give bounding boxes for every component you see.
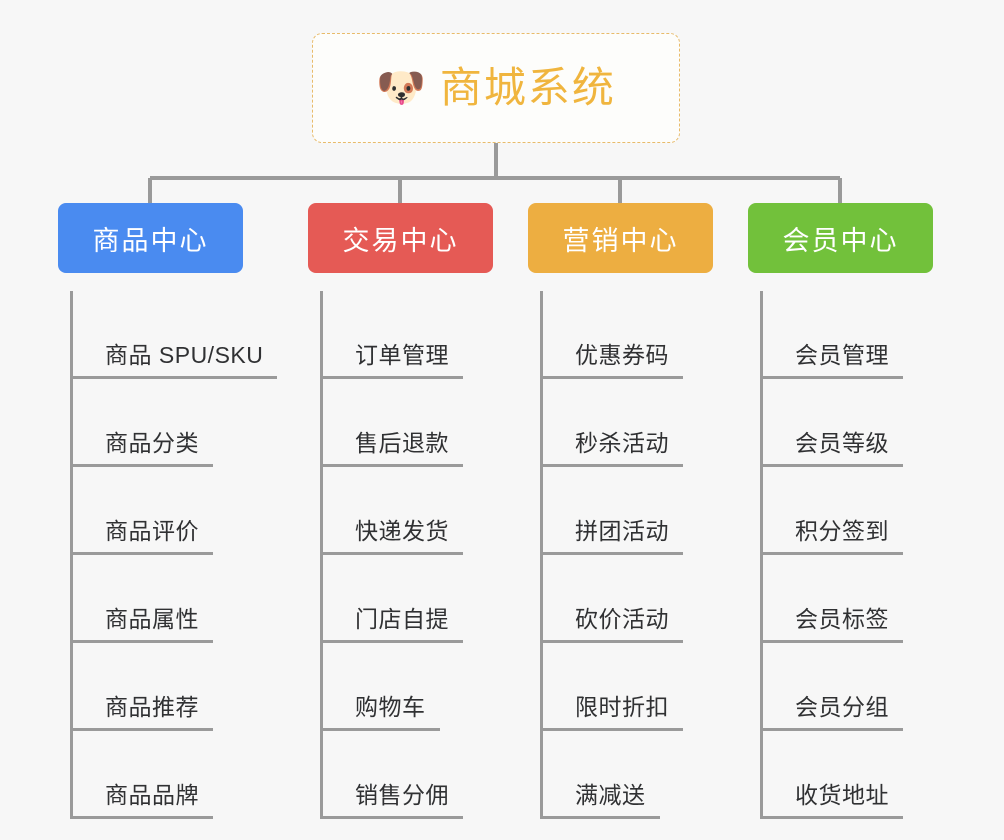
root-node[interactable]: 🐶 商城系统 bbox=[312, 33, 680, 143]
leaf-label: 会员分组 bbox=[795, 688, 903, 731]
leaf-item[interactable]: 会员管理 bbox=[763, 291, 958, 379]
leaf-item[interactable]: 商品推荐 bbox=[73, 643, 268, 731]
category-column-product-center: 商品中心商品 SPU/SKU 商品分类商品评价商品属性商品推荐商品品牌 bbox=[58, 203, 278, 819]
leaf-item[interactable]: 积分签到 bbox=[763, 467, 958, 555]
leaf-item[interactable]: 限时折扣 bbox=[543, 643, 738, 731]
leaf-label: 购物车 bbox=[355, 688, 440, 731]
leaf-item[interactable]: 商品评价 bbox=[73, 467, 268, 555]
category-label: 营销中心 bbox=[562, 225, 679, 256]
leaf-label: 砍价活动 bbox=[575, 600, 683, 643]
leaf-label: 秒杀活动 bbox=[575, 424, 683, 467]
leaf-item[interactable]: 门店自提 bbox=[323, 555, 518, 643]
leaf-item[interactable]: 优惠券码 bbox=[543, 291, 738, 379]
leaf-label: 商品分类 bbox=[105, 424, 213, 467]
leaf-label: 满减送 bbox=[575, 776, 660, 819]
category-label: 会员中心 bbox=[782, 225, 899, 256]
root-title: 商城系统 bbox=[439, 64, 616, 111]
leaf-list-trade-center: 订单管理售后退款快递发货门店自提购物车销售分佣 bbox=[320, 291, 518, 819]
leaf-item[interactable]: 购物车 bbox=[323, 643, 518, 731]
category-badge-trade-center[interactable]: 交易中心 bbox=[308, 203, 493, 273]
category-badge-member-center[interactable]: 会员中心 bbox=[748, 203, 933, 273]
leaf-label: 积分签到 bbox=[795, 512, 903, 555]
leaf-label: 销售分佣 bbox=[355, 776, 463, 819]
leaf-label: 收货地址 bbox=[795, 776, 903, 819]
leaf-label: 会员管理 bbox=[795, 336, 903, 379]
category-badge-product-center[interactable]: 商品中心 bbox=[58, 203, 243, 273]
leaf-item[interactable]: 快递发货 bbox=[323, 467, 518, 555]
leaf-label: 商品品牌 bbox=[105, 776, 213, 819]
leaf-item[interactable]: 会员分组 bbox=[763, 643, 958, 731]
leaf-item[interactable]: 商品分类 bbox=[73, 379, 268, 467]
leaf-item[interactable]: 售后退款 bbox=[323, 379, 518, 467]
leaf-label: 优惠券码 bbox=[575, 336, 683, 379]
leaf-list-product-center: 商品 SPU/SKU 商品分类商品评价商品属性商品推荐商品品牌 bbox=[70, 291, 278, 819]
leaf-label: 商品推荐 bbox=[105, 688, 213, 731]
leaf-label: 快递发货 bbox=[355, 512, 463, 555]
leaf-item[interactable]: 商品属性 bbox=[73, 555, 268, 643]
shiba-dog-face-icon: 🐶 bbox=[376, 66, 426, 110]
leaf-item[interactable]: 会员等级 bbox=[763, 379, 958, 467]
leaf-item[interactable]: 会员标签 bbox=[763, 555, 958, 643]
leaf-item[interactable]: 商品 SPU/SKU bbox=[73, 291, 278, 379]
leaf-label: 会员标签 bbox=[795, 600, 903, 643]
leaf-item[interactable]: 销售分佣 bbox=[323, 731, 518, 819]
category-column-marketing-center: 营销中心优惠券码秒杀活动拼团活动砍价活动限时折扣满减送 bbox=[528, 203, 738, 819]
category-column-member-center: 会员中心会员管理会员等级积分签到会员标签会员分组收货地址 bbox=[748, 203, 958, 819]
leaf-label: 门店自提 bbox=[355, 600, 463, 643]
category-label: 商品中心 bbox=[92, 225, 209, 256]
category-label: 交易中心 bbox=[342, 225, 459, 256]
leaf-item[interactable]: 满减送 bbox=[543, 731, 738, 819]
leaf-label: 限时折扣 bbox=[575, 688, 683, 731]
leaf-item[interactable]: 砍价活动 bbox=[543, 555, 738, 643]
leaf-label: 售后退款 bbox=[355, 424, 463, 467]
leaf-item[interactable]: 收货地址 bbox=[763, 731, 958, 819]
leaf-list-marketing-center: 优惠券码秒杀活动拼团活动砍价活动限时折扣满减送 bbox=[540, 291, 738, 819]
category-column-trade-center: 交易中心订单管理售后退款快递发货门店自提购物车销售分佣 bbox=[308, 203, 518, 819]
leaf-label: 商品属性 bbox=[105, 600, 213, 643]
leaf-label: 拼团活动 bbox=[575, 512, 683, 555]
leaf-item[interactable]: 秒杀活动 bbox=[543, 379, 738, 467]
leaf-label: 商品评价 bbox=[105, 512, 213, 555]
category-badge-marketing-center[interactable]: 营销中心 bbox=[528, 203, 713, 273]
leaf-label: 会员等级 bbox=[795, 424, 903, 467]
leaf-item[interactable]: 商品品牌 bbox=[73, 731, 268, 819]
leaf-label: 订单管理 bbox=[355, 336, 463, 379]
leaf-item[interactable]: 订单管理 bbox=[323, 291, 518, 379]
leaf-list-member-center: 会员管理会员等级积分签到会员标签会员分组收货地址 bbox=[760, 291, 958, 819]
leaf-label: 商品 SPU/SKU bbox=[105, 336, 278, 379]
leaf-item[interactable]: 拼团活动 bbox=[543, 467, 738, 555]
